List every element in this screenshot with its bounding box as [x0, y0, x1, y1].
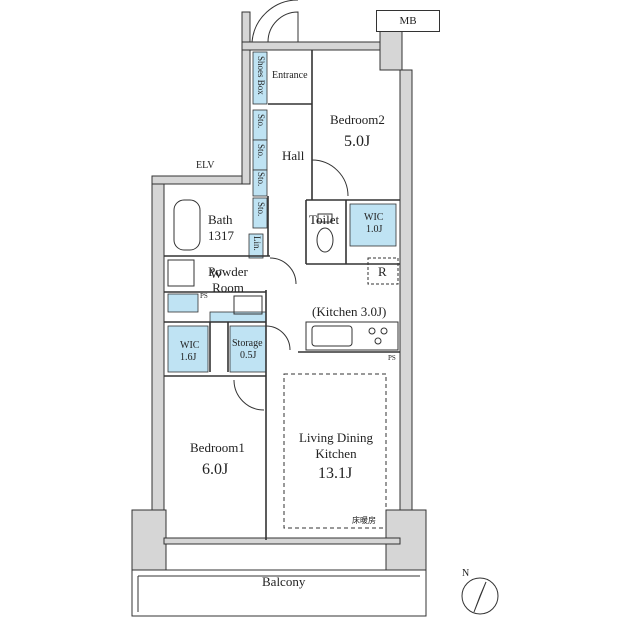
refrigerator-box — [367, 257, 399, 285]
wall-top — [241, 41, 383, 51]
floor-heating-label: 床暖房 — [352, 516, 376, 525]
kitchen-label: (Kitchen 3.0J) — [312, 304, 387, 319]
wall-left — [151, 175, 165, 547]
partitions — [164, 50, 400, 540]
washbasin — [233, 295, 263, 315]
storage-label: Storage — [232, 338, 263, 349]
mb-label: MB — [376, 10, 440, 32]
w-label: W — [210, 266, 223, 281]
ps-label-2: PS — [388, 354, 396, 362]
bath-label: Bath — [208, 212, 233, 227]
washer-box — [167, 259, 195, 287]
walls — [131, 11, 427, 571]
toilet-label: Toilet — [309, 212, 340, 227]
wall-right-top — [379, 29, 403, 71]
wic1-size: 1.6J — [180, 352, 197, 363]
balcony — [131, 569, 427, 617]
elv-label: ELV — [196, 160, 215, 171]
sto-label-2: Sto. — [256, 144, 266, 159]
balcony-label: Balcony — [262, 574, 306, 589]
bedroom2-size: 5.0J — [344, 133, 371, 150]
wic2-size: 1.0J — [366, 224, 383, 235]
wall-entry-left — [241, 11, 251, 185]
r-label: R — [378, 264, 387, 279]
wall-right — [399, 69, 413, 547]
wic2-label: WIC — [364, 212, 384, 223]
lin-fill — [248, 233, 264, 259]
north-arrow-icon — [461, 577, 499, 615]
north-label: N — [462, 568, 470, 579]
storage-fills — [167, 51, 397, 373]
kitchen-counter — [305, 321, 399, 351]
door-swings — [233, 0, 349, 411]
bath-size: 1317 — [208, 228, 234, 243]
shoes-box-fill — [252, 51, 268, 105]
wall-left-top — [151, 175, 245, 185]
wall-bottom — [163, 537, 401, 545]
bedroom1-size: 6.0J — [202, 461, 229, 478]
powder-room-label: Powder Room — [208, 264, 248, 295]
lin-label: Lin. — [252, 236, 262, 251]
sto-label-1: Sto. — [256, 114, 266, 129]
laundry-fill — [167, 293, 199, 313]
entrance-label: Entrance — [272, 70, 308, 81]
bedroom2-label: Bedroom2 — [330, 112, 385, 127]
wall-left-block — [131, 509, 167, 571]
wic1-label: WIC — [180, 340, 200, 351]
sto-fill-4 — [252, 197, 268, 229]
storage-size: 0.5J — [240, 350, 257, 361]
hall-label: Hall — [282, 148, 305, 163]
floor-heating-area — [283, 373, 387, 529]
sto-fill-3 — [252, 169, 268, 197]
bathtub — [173, 199, 201, 251]
sto-label-3: Sto. — [256, 172, 266, 187]
ldk-size: 13.1J — [318, 465, 353, 482]
shoes-box-label: Shoes Box — [256, 56, 266, 95]
ldk-label: Living Dining Kitchen — [298, 430, 374, 461]
wic1-fill — [167, 325, 209, 373]
wic2-fill — [349, 203, 397, 247]
ps-label-1: PS — [200, 292, 208, 300]
toilet-fixture — [316, 213, 334, 253]
sto-label-4: Sto. — [256, 202, 266, 217]
bedroom1-label: Bedroom1 — [190, 440, 245, 455]
